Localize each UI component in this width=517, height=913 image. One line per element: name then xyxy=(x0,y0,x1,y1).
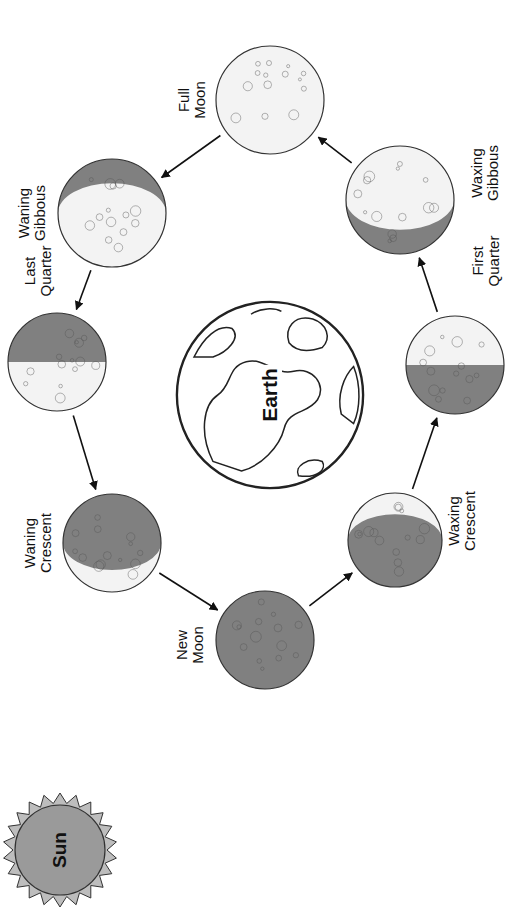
phase-label: Last Quarter xyxy=(22,246,54,297)
earth-globe: Earth xyxy=(175,300,365,490)
moon-phase: Waning Crescent xyxy=(62,493,162,593)
phase-arrow xyxy=(419,258,437,312)
phase-label: Waxing Gibbous xyxy=(469,145,501,201)
phase-arrow xyxy=(73,416,95,490)
moon-phase: Waning Gibbous xyxy=(57,158,167,268)
moon-drawing xyxy=(405,315,505,415)
moon-drawing xyxy=(57,158,167,268)
moon-phase: Full Moon xyxy=(215,45,325,155)
moon-phase: Waxing Gibbous xyxy=(345,145,455,255)
phase-arrow xyxy=(413,418,437,489)
phase-label: New Moon xyxy=(174,626,206,664)
moon-drawing xyxy=(215,590,315,690)
moon-phase: Waxing Crescent xyxy=(347,492,443,588)
sun-label: Sun xyxy=(49,832,71,868)
phase-label: Waxing Crescent xyxy=(446,491,478,551)
phase-label: Waning Gibbous xyxy=(16,185,48,241)
phase-arrow xyxy=(159,573,217,610)
moon-drawing xyxy=(347,492,443,588)
moon-phase: New Moon xyxy=(215,590,315,690)
moon-phase: Last Quarter xyxy=(7,312,107,412)
sun-body: Sun xyxy=(15,805,105,895)
moon-drawing xyxy=(345,145,455,255)
moon-phase: First Quarter xyxy=(405,315,505,415)
moon-drawing xyxy=(215,45,325,155)
phase-label: Full Moon xyxy=(176,81,208,119)
phase-arrow xyxy=(318,137,351,163)
moon-drawing xyxy=(62,493,162,593)
phase-label: Waning Crescent xyxy=(22,513,54,573)
moon-drawing xyxy=(7,312,107,412)
phase-arrow xyxy=(76,270,90,309)
phase-label: First Quarter xyxy=(470,236,502,287)
phase-arrow xyxy=(162,135,221,177)
phase-arrow xyxy=(309,573,352,606)
earth-label: Earth xyxy=(258,365,282,425)
